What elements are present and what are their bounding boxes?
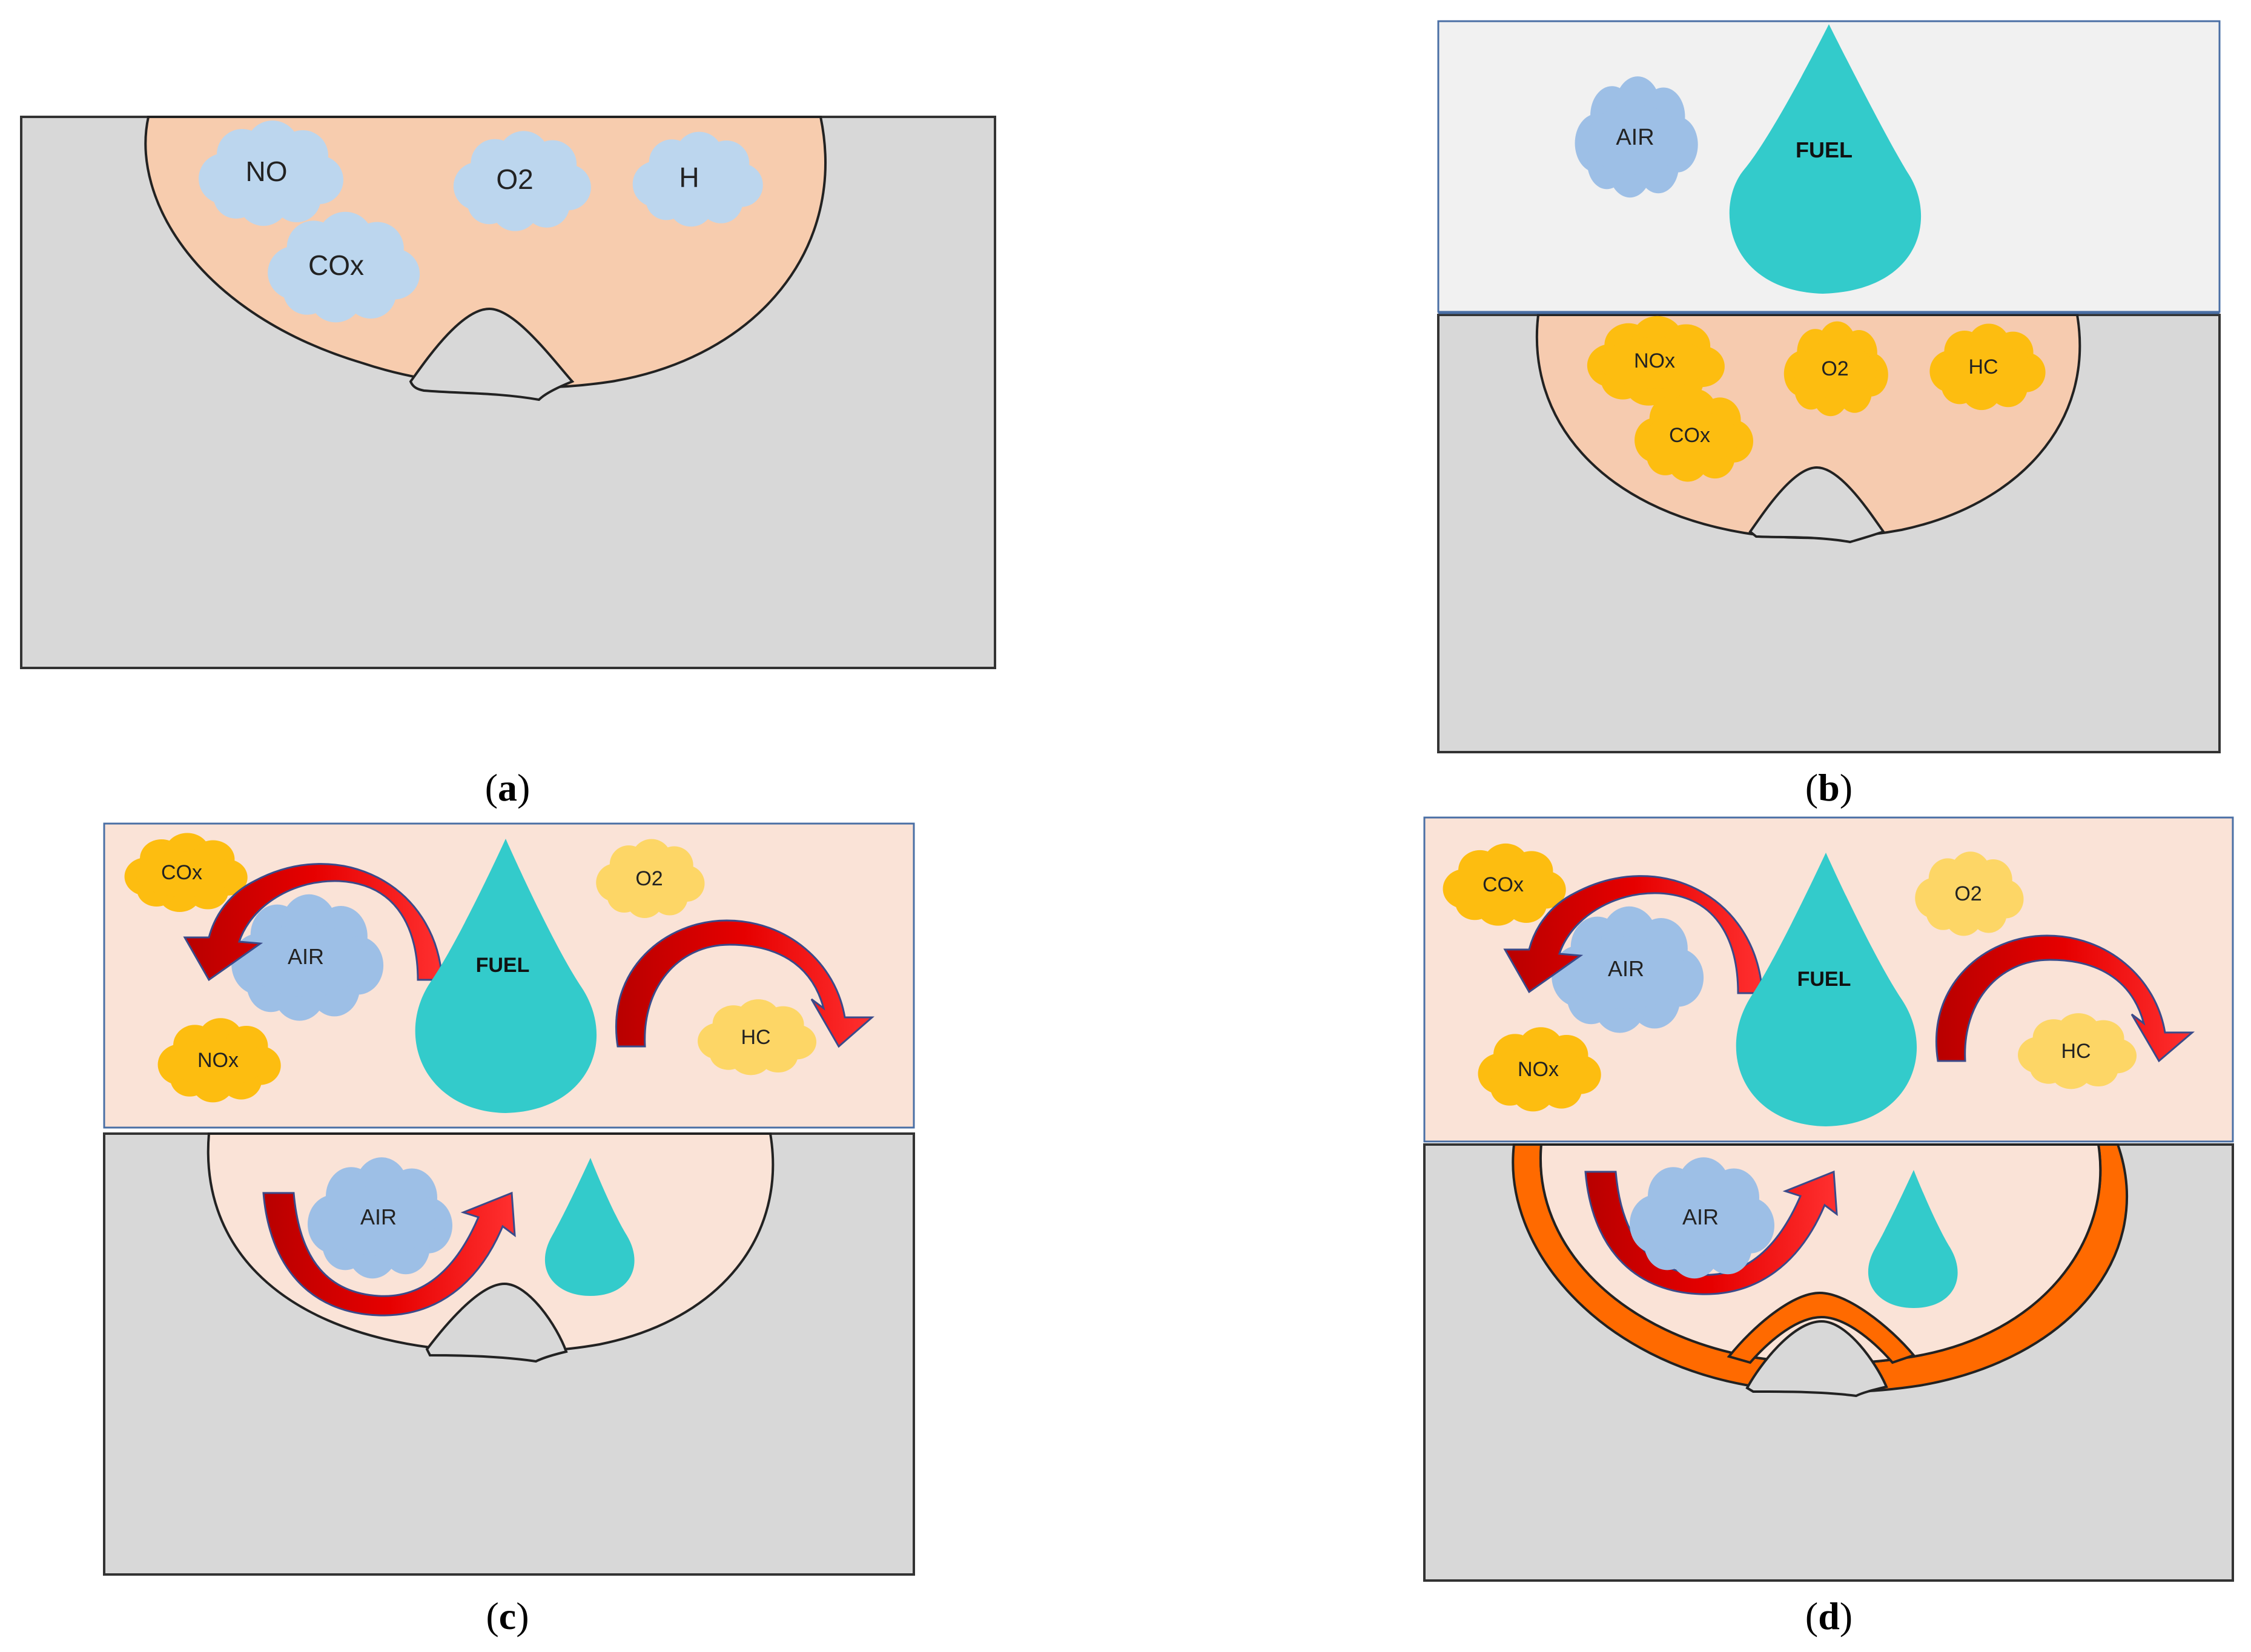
air-label: AIR: [1682, 1204, 1719, 1229]
keyhole-bump: [409, 307, 575, 401]
panel-a: NO O2 H COx (a): [20, 116, 996, 809]
air-label: AIR: [360, 1204, 397, 1229]
cloud-cox: COx: [1635, 389, 1754, 482]
cloud-o2: O2: [1783, 321, 1888, 417]
cloud-label: HC: [1968, 355, 1998, 378]
cloud-label: O2: [1954, 882, 1982, 905]
cloud-cox: COx: [1443, 843, 1566, 926]
cloud-label: COx: [308, 249, 364, 281]
cloud-nox: NOx: [157, 1018, 281, 1103]
cloud-hc: HC: [698, 999, 817, 1075]
curved-arrow-right: [1935, 934, 2195, 1063]
cloud-label: HC: [2061, 1040, 2091, 1063]
keyhole-bump: [1745, 1320, 1888, 1398]
bump-band: [1727, 1291, 1916, 1364]
cloud-cox: COx: [124, 833, 248, 912]
fuel-label: FUEL: [1797, 968, 1851, 991]
curved-arrow-left: [1503, 875, 1763, 994]
caption-a: (a): [485, 766, 531, 809]
cloud-air-top: AIR: [231, 894, 384, 1021]
caption-c: (c): [486, 1594, 529, 1637]
small-fuel-drop: [1868, 1170, 1958, 1308]
caption-b: (b): [1805, 766, 1853, 809]
cloud-hc: HC: [1929, 323, 2046, 411]
cloud-label: H: [679, 162, 699, 193]
caption-d: (d): [1805, 1594, 1853, 1637]
cloud-nox: NOx: [1587, 316, 1725, 406]
air-label: AIR: [1616, 125, 1654, 150]
cloud-label: NOx: [197, 1049, 239, 1072]
cloud-air-pool: AIR: [308, 1157, 452, 1279]
cloud-cox: COx: [268, 211, 420, 323]
cloud-label: NOx: [1518, 1058, 1559, 1081]
cloud-label: O2: [1821, 357, 1848, 380]
cloud-label: NOx: [1634, 349, 1675, 372]
cloud-label: COx: [1482, 873, 1524, 896]
cloud-label: COx: [161, 861, 202, 884]
air-label: AIR: [288, 944, 324, 969]
cloud-h: H: [632, 131, 763, 227]
cloud-label: O2: [496, 164, 533, 195]
cloud-nox: NOx: [1478, 1027, 1601, 1112]
panel-b: AIR FUEL NOx O2 HC COx (b): [1437, 20, 2221, 809]
cloud-air-top: AIR: [1552, 906, 1704, 1033]
cloud-label: COx: [1669, 424, 1710, 447]
panel-d: COx AIR FUEL O2 NOx HC: [1423, 816, 2234, 1637]
keyhole-bump: [425, 1282, 568, 1363]
cloud-label: NO: [246, 156, 288, 187]
keyhole-bump: [1748, 466, 1886, 544]
fuel-drop: FUEL: [1736, 853, 1917, 1126]
fuel-label: FUEL: [1796, 137, 1853, 162]
cloud-air: AIR: [1575, 76, 1698, 198]
cloud-hc: HC: [2018, 1013, 2137, 1089]
cloud-air-pool: AIR: [1630, 1157, 1774, 1279]
curved-arrow-right: [615, 919, 874, 1048]
cloud-label: HC: [741, 1026, 770, 1049]
fuel-label: FUEL: [476, 954, 530, 977]
air-label: AIR: [1608, 956, 1644, 981]
fuel-drop: FUEL: [1729, 24, 1922, 294]
pool-arrow: [262, 1191, 516, 1317]
small-fuel-drop: [544, 1158, 635, 1296]
panel-c: COx AIR FUEL O2 NOx HC: [103, 822, 915, 1637]
cloud-o2: O2: [453, 131, 591, 231]
fuel-drop: FUEL: [415, 839, 597, 1113]
curved-arrow-left: [183, 863, 443, 982]
cloud-o2: O2: [1915, 851, 2024, 936]
cloud-no: NO: [199, 121, 343, 226]
cloud-o2: O2: [596, 839, 705, 918]
cloud-label: O2: [635, 867, 663, 890]
